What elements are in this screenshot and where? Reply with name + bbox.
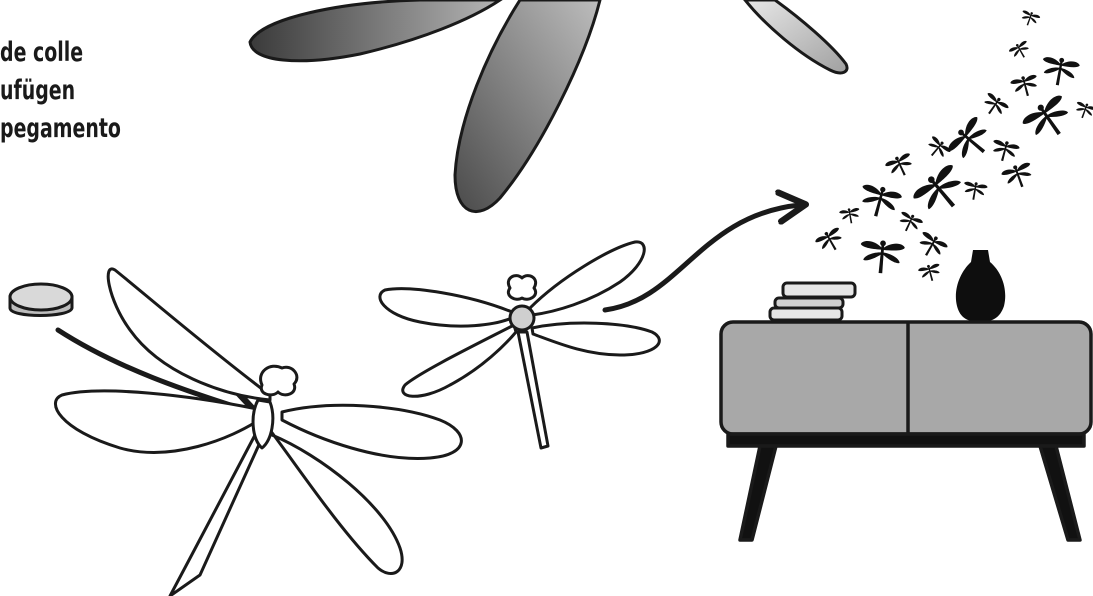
books-icon: [770, 283, 855, 320]
dragonfly-icon: [858, 239, 905, 275]
dragonfly-icon: [1039, 55, 1081, 89]
dragonfly-icon: [1000, 160, 1037, 192]
dragonfly-icon: [962, 180, 989, 202]
glue-dot-icon: [10, 284, 72, 316]
dragonfly-icon: [839, 207, 862, 225]
dragonfly-icon: [917, 262, 943, 284]
dragonfly-icon: [923, 134, 953, 163]
dragonfly-icon: [895, 210, 924, 236]
dragonfly-icon: [884, 151, 917, 181]
dragonfly-icon: [856, 182, 903, 222]
vase-icon: [956, 250, 1005, 322]
dragonfly-swarm: [814, 9, 1093, 284]
caption-line-german: ufügen: [0, 72, 121, 110]
dragonfly-icon: [1019, 9, 1041, 28]
caption-line-spanish: pegamento: [0, 110, 121, 148]
dragonfly-icon: [1008, 39, 1033, 62]
dragonfly-icon: [1010, 73, 1041, 100]
caption-line-french: de colle: [0, 34, 121, 72]
dragonfly-icon: [945, 114, 999, 169]
dragonfly-icon: [989, 138, 1020, 165]
dragonfly-icon: [979, 91, 1011, 121]
instruction-caption: de colle ufügen pegamento: [0, 34, 121, 148]
dragonfly-icon: [910, 161, 973, 223]
sideboard-cabinet-icon: [721, 322, 1091, 540]
large-shaded-wings: [250, 0, 847, 212]
dragonfly-icon: [1020, 92, 1079, 148]
dragonfly-icon: [814, 225, 848, 256]
dragonfly-icon: [1073, 100, 1093, 121]
dragonfly-icon: [914, 230, 950, 263]
